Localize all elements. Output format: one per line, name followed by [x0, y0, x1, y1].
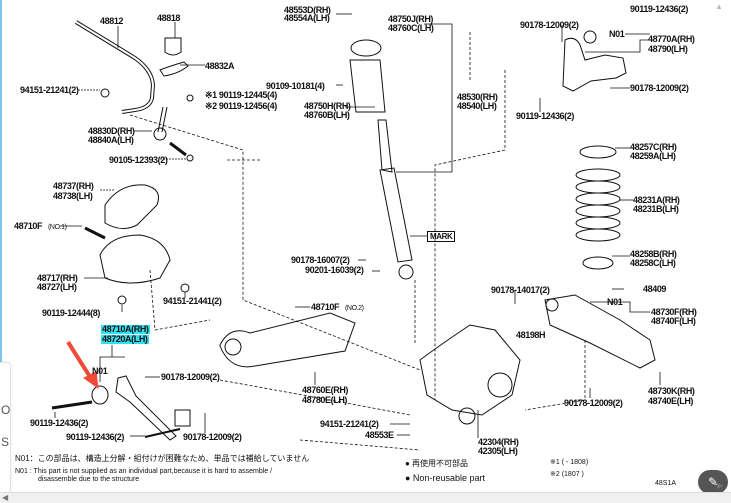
n01-label: N01: [607, 297, 623, 307]
triangle-left-icon[interactable]: ◀: [2, 493, 9, 502]
n01-label: N01: [92, 366, 108, 376]
n01-note-english-cont: disassemble due to the structure: [38, 476, 140, 483]
part-label[interactable]: 48258B(RH): [630, 249, 677, 259]
scroll-up-icon[interactable]: ▲: [715, 2, 723, 11]
part-label[interactable]: 48710F: [14, 221, 43, 231]
part-label[interactable]: 48257C(RH): [630, 142, 677, 152]
part-label[interactable]: 90178-12009(2): [161, 372, 220, 382]
shock-absorber: [377, 119, 393, 173]
part-label[interactable]: 48760B(LH): [304, 110, 350, 120]
part-label[interactable]: 90178-12009(2): [564, 398, 623, 408]
part-label[interactable]: 94151-21441(2): [163, 296, 222, 306]
red-arrow: [66, 340, 94, 382]
edit-button[interactable]: ✎: [698, 470, 728, 494]
part-label[interactable]: 48231A(RH): [633, 195, 680, 205]
triangle-right-icon[interactable]: ▶: [717, 481, 724, 490]
part-label[interactable]: 90178-16007(2): [291, 255, 350, 265]
part-label[interactable]: 48737(RH): [53, 181, 94, 191]
part-label[interactable]: 48554A(LH): [284, 13, 330, 23]
part-label[interactable]: 42304(RH): [478, 437, 519, 447]
part-label[interactable]: 48812: [100, 16, 124, 26]
part-label[interactable]: 48740F(LH): [651, 316, 696, 326]
part-label[interactable]: 48259A(LH): [630, 151, 676, 161]
highlighted-part-label[interactable]: 48720A(LH): [101, 334, 149, 344]
side-panel-text: O: [1, 403, 11, 417]
part-label[interactable]: 48740E(LH): [648, 396, 694, 406]
part-label[interactable]: 48198H: [516, 330, 546, 340]
part-label[interactable]: 90119-12444(8): [42, 308, 100, 318]
coil-spring: [575, 168, 621, 242]
bushing-bracket: [159, 61, 189, 77]
part-label[interactable]: 48409: [643, 284, 667, 294]
part-label[interactable]: 48840A(LH): [88, 135, 134, 145]
part-label[interactable]: 48780E(LH): [302, 395, 348, 405]
rear-axle-knuckle: [419, 324, 521, 416]
part-label[interactable]: 42305(LH): [478, 446, 518, 456]
part-label[interactable]: 48553D(RH): [284, 5, 331, 15]
part-label[interactable]: 48710F: [311, 302, 340, 312]
n01-note-japanese: N01：この部品は、構造上分解・組付けが困難なため、単品では補給していません: [15, 454, 310, 463]
n01-note-english: N01 : This part is not supplied as an in…: [15, 468, 273, 475]
part-label[interactable]: 48830D(RH): [88, 126, 135, 136]
lower-arm-rh: [544, 294, 656, 369]
pencil-icon: ✎: [707, 475, 719, 489]
stabilizer-bushing: [164, 37, 182, 56]
part-label[interactable]: 90119-12436(2): [30, 418, 88, 428]
part-label[interactable]: 90105-12393(2): [109, 155, 168, 165]
part-label[interactable]: 90178-12009(2): [520, 20, 579, 30]
part-note: (NO.1): [48, 224, 67, 231]
part-label[interactable]: 90119-12436(2): [516, 111, 574, 121]
figure-code: 48S1A: [655, 480, 677, 487]
legend-non-reusable-ja: ● 再使用不可部品: [405, 459, 469, 468]
part-label[interactable]: 48760E(RH): [302, 385, 349, 395]
shock-boot: [349, 59, 386, 113]
horizontal-scrollbar[interactable]: ◀: [0, 492, 731, 503]
part-label[interactable]: 48730K(RH): [648, 386, 695, 396]
highlighted-part-label[interactable]: 48710A(RH): [101, 324, 150, 334]
side-panel-text: S: [1, 435, 10, 449]
part-label[interactable]: 90119-12436(2): [66, 432, 124, 442]
part-label[interactable]: 48790(LH): [648, 44, 688, 54]
part-label[interactable]: 48530(RH): [457, 92, 498, 102]
part-label[interactable]: 48717(RH): [37, 273, 78, 283]
window-left-edge: [0, 0, 2, 493]
part-label[interactable]: 94151-21241(2): [20, 85, 79, 95]
arm-cover: [104, 184, 159, 229]
mark-label: MARK: [427, 231, 456, 242]
n01-label: N01: [609, 29, 625, 39]
arm-bracket: [99, 234, 171, 284]
part-label[interactable]: 90109-10181(4): [266, 81, 325, 91]
part-label[interactable]: ※1 90119-12445(4): [205, 90, 277, 100]
part-label[interactable]: 48832A: [205, 61, 235, 71]
part-label[interactable]: 94151-21241(2): [320, 419, 379, 429]
stabilizer-bar: [74, 20, 156, 114]
part-label[interactable]: ※2 90119-12456(4): [205, 101, 277, 111]
part-label[interactable]: 48760C(LH): [388, 23, 434, 33]
footnote-1: ※1 ( - 1808): [550, 459, 589, 466]
part-label[interactable]: 90119-12436(2): [630, 4, 688, 14]
trailing-arm: [219, 312, 356, 368]
part-label[interactable]: 48770A(RH): [648, 34, 695, 44]
part-label[interactable]: 48818: [157, 13, 181, 23]
legend-non-reusable-en: ● Non-reusable part: [405, 473, 485, 483]
part-label[interactable]: 48258C(LH): [630, 258, 676, 268]
part-label[interactable]: 90178-12009(2): [183, 432, 242, 442]
part-label[interactable]: 48750J(RH): [388, 14, 434, 24]
part-label[interactable]: 90201-16039(2): [305, 265, 364, 275]
part-label[interactable]: 48750H(RH): [304, 101, 351, 111]
part-label[interactable]: 48730F(RH): [651, 307, 697, 317]
side-popup-panel[interactable]: O S: [0, 362, 11, 494]
upper-control-arm: [562, 37, 627, 92]
footnote-2: ※2 (1807 ): [550, 471, 584, 478]
part-label[interactable]: 48727(LH): [37, 282, 77, 292]
part-label[interactable]: 90178-12009(2): [630, 83, 689, 93]
part-label[interactable]: 48738(LH): [53, 191, 93, 201]
part-note: (NO.2): [345, 305, 364, 312]
part-label[interactable]: 48231B(LH): [633, 204, 679, 214]
part-label[interactable]: 48553E: [365, 430, 394, 440]
shock-upper-mount: [350, 39, 382, 57]
part-label[interactable]: 48540(LH): [457, 101, 497, 111]
part-label[interactable]: 90178-14017(2): [491, 285, 550, 295]
